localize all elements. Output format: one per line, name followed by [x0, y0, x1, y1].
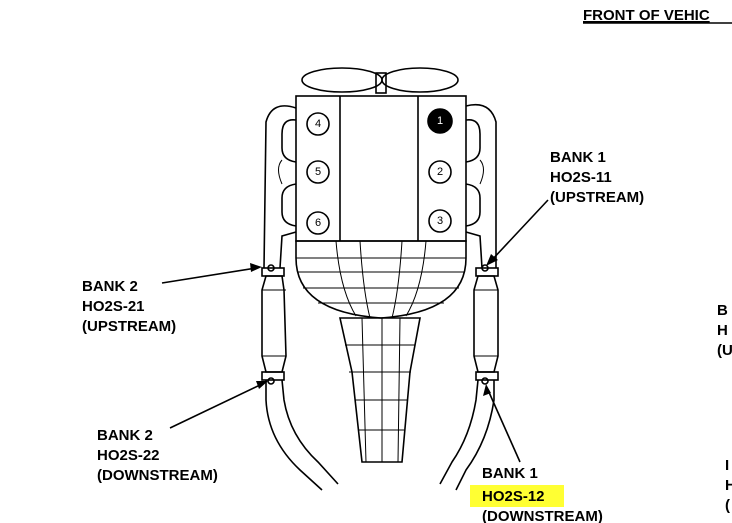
svg-text:BANK 2: BANK 2 [97, 427, 153, 444]
svg-text:(UPSTREAM): (UPSTREAM) [550, 189, 644, 206]
svg-text:I: I [725, 457, 729, 474]
svg-text:BANK 1: BANK 1 [482, 465, 538, 482]
svg-text:BANK 1: BANK 1 [550, 149, 606, 166]
bank2-catalytic-converter [261, 275, 287, 373]
bank1-downstream-sensor [475, 371, 499, 385]
svg-text:H: H [725, 477, 732, 494]
svg-text:6: 6 [315, 217, 321, 229]
svg-text:HO2S-21: HO2S-21 [82, 298, 145, 315]
svg-text:2: 2 [437, 166, 443, 178]
svg-text:4: 4 [315, 118, 321, 130]
svg-text:(UPSTREAM): (UPSTREAM) [82, 318, 176, 335]
cylinder-5: 5 [306, 160, 330, 184]
cylinder-2: 2 [428, 160, 452, 184]
bank1-exhaust-manifold [465, 103, 497, 269]
svg-text:HO2S-22: HO2S-22 [97, 447, 160, 464]
svg-text:1: 1 [437, 115, 443, 127]
bank2-tailpipe [265, 379, 339, 491]
svg-text:(: ( [725, 497, 730, 514]
highlight-marker [470, 485, 564, 507]
bank2-exhaust-manifold [263, 105, 297, 269]
svg-text:5: 5 [315, 166, 321, 178]
svg-text:3: 3 [437, 215, 443, 227]
label-bank2-ho2s-22: BANK 2 HO2S-22 (DOWNSTREAM) [97, 427, 218, 484]
leader-arrows [161, 199, 549, 463]
svg-text:HO2S-11: HO2S-11 [550, 169, 612, 186]
label-bank2-ho2s-21: BANK 2 HO2S-21 (UPSTREAM) [82, 278, 176, 335]
cylinder-4: 4 [306, 112, 330, 136]
label-bank1-ho2s-12: BANK 1 HO2S-12 (DOWNSTREAM) [470, 465, 603, 523]
bank1-upstream-sensor [475, 264, 499, 277]
svg-text:B: B [717, 302, 728, 319]
svg-text:(DOWNSTREAM): (DOWNSTREAM) [482, 508, 603, 523]
label-bank1-ho2s-11: BANK 1 HO2S-11 (UPSTREAM) [550, 149, 644, 206]
cylinder-6: 6 [306, 211, 330, 235]
fan-icon [301, 67, 459, 94]
svg-text:(U: (U [717, 342, 732, 359]
label-cutoff-upper: B H (U [717, 302, 732, 359]
transmission-tail [339, 317, 421, 463]
transmission-housing [295, 240, 467, 319]
svg-text:BANK 2: BANK 2 [82, 278, 138, 295]
svg-text:H: H [717, 322, 728, 339]
front-of-vehicle-title: FRONT OF VEHIC [583, 7, 710, 24]
svg-text:(DOWNSTREAM): (DOWNSTREAM) [97, 467, 218, 484]
label-cutoff-lower: I H ( [725, 457, 732, 514]
cylinder-1: 1 [427, 108, 453, 134]
cylinder-3: 3 [428, 209, 452, 233]
svg-text:HO2S-12: HO2S-12 [482, 488, 545, 505]
bank1-catalytic-converter [473, 275, 499, 373]
